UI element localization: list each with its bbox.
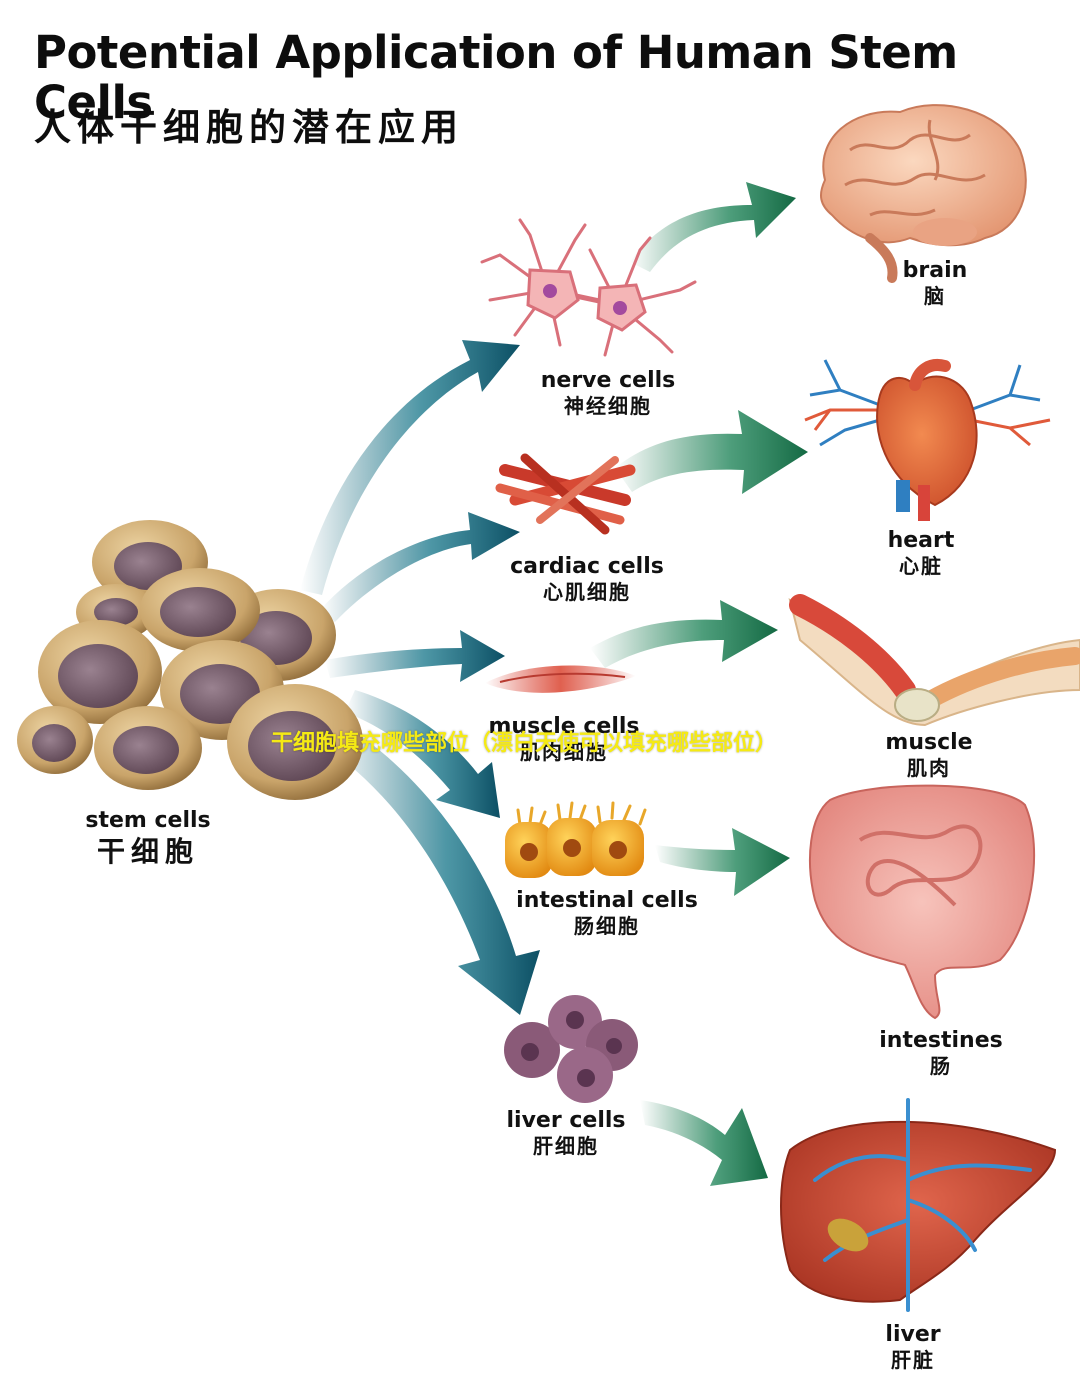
page-title: Potential Application of Human Stem Cell… [34, 26, 958, 129]
liver-cells-label-zh: 肝细胞 [533, 1134, 599, 1159]
muscle-label-zh: 肌肉 [907, 756, 951, 781]
liver-label-en: liver [885, 1322, 941, 1347]
stem-cells-label: stem cells 干细胞 [85, 808, 210, 869]
brain-label-zh: 脑 [924, 284, 946, 309]
cardiac-cells-label-en: cardiac cells [510, 554, 664, 579]
muscle-cells-illustration [485, 665, 636, 693]
muscle-cells-label-zh: 肌肉细胞 [519, 740, 608, 765]
muscle-cells-label-en: muscle cells [488, 714, 640, 739]
muscle-label: muscle 肌肉 [885, 730, 972, 781]
intestinal-cells-label-en: intestinal cells [516, 888, 698, 913]
liver-cells-label-en: liver cells [506, 1108, 626, 1133]
arrow-to-heart [615, 410, 808, 494]
arrow-to-intestines [655, 828, 790, 896]
intestinal-cells-illustration [505, 801, 647, 878]
stem-cell [94, 706, 202, 790]
intestines-label-en: intestines [879, 1028, 1003, 1053]
nerve-cells-label-en: nerve cells [540, 368, 676, 393]
stem-cell-cluster [17, 520, 363, 800]
intestinal-cells-label: intestinal cells 肠细胞 [516, 888, 698, 939]
stem-cell [17, 706, 93, 774]
nerve-cells-label-zh: 神经细胞 [564, 394, 652, 419]
intestinal-cells-label-zh: 肠细胞 [573, 914, 640, 939]
brain-label-en: brain [902, 258, 968, 283]
muscle-illustration [788, 594, 1080, 727]
liver-label-zh: 肝脏 [890, 1348, 935, 1373]
arrow-to-liver-cells [330, 725, 540, 1015]
stem-to-cell-arrows [300, 340, 540, 1015]
stem-cells-label-en: stem cells [85, 808, 211, 833]
liver-illustration [780, 1098, 1057, 1312]
heart-illustration [804, 359, 1051, 521]
arrow-to-intestinal-cells [345, 690, 500, 818]
muscle-cells-label: muscle cells 肌肉细胞 [489, 714, 640, 765]
arrow-to-cardiac-cells [320, 512, 520, 622]
arrow-to-liver [640, 1100, 768, 1186]
cell-to-organ-arrows [590, 182, 808, 1186]
cardiac-cells-label: cardiac cells 心肌细胞 [510, 554, 664, 605]
cardiac-cells-label-zh: 心肌细胞 [543, 580, 631, 605]
arrow-to-muscle [590, 600, 778, 668]
heart-label-en: heart [887, 528, 955, 553]
brain-label: brain 脑 [903, 258, 968, 309]
liver-label: liver 肝脏 [885, 1322, 940, 1373]
muscle-label-en: muscle [885, 730, 973, 755]
heart-label-zh: 心脏 [898, 554, 943, 579]
stem-cell [38, 620, 162, 724]
intestines-illustration [809, 784, 1036, 1020]
cardiac-cells-illustration [495, 453, 636, 535]
arrow-to-muscle-cells [325, 630, 505, 682]
arrow-to-brain [630, 182, 796, 272]
nerve-cells-illustration [480, 218, 697, 357]
brain-illustration [819, 104, 1027, 283]
stem-cells-label-zh: 干细胞 [96, 835, 200, 869]
overlay-caption: 干细胞填充哪些部位（漂白天使可以填充哪些部位） [270, 731, 778, 756]
liver-cells-illustration [504, 995, 638, 1103]
page-subtitle: 人体干细胞的潜在应用 [34, 106, 464, 149]
stem-cell [140, 568, 260, 652]
nerve-cells-label: nerve cells 神经细胞 [541, 368, 676, 419]
stem-cell [227, 684, 363, 800]
arrow-to-nerve-cells [300, 340, 520, 595]
liver-cells-label: liver cells 肝细胞 [507, 1108, 626, 1159]
intestines-label-zh: 肠 [929, 1054, 952, 1079]
intestines-label: intestines 肠 [879, 1028, 1002, 1079]
heart-label: heart 心脏 [888, 528, 955, 579]
